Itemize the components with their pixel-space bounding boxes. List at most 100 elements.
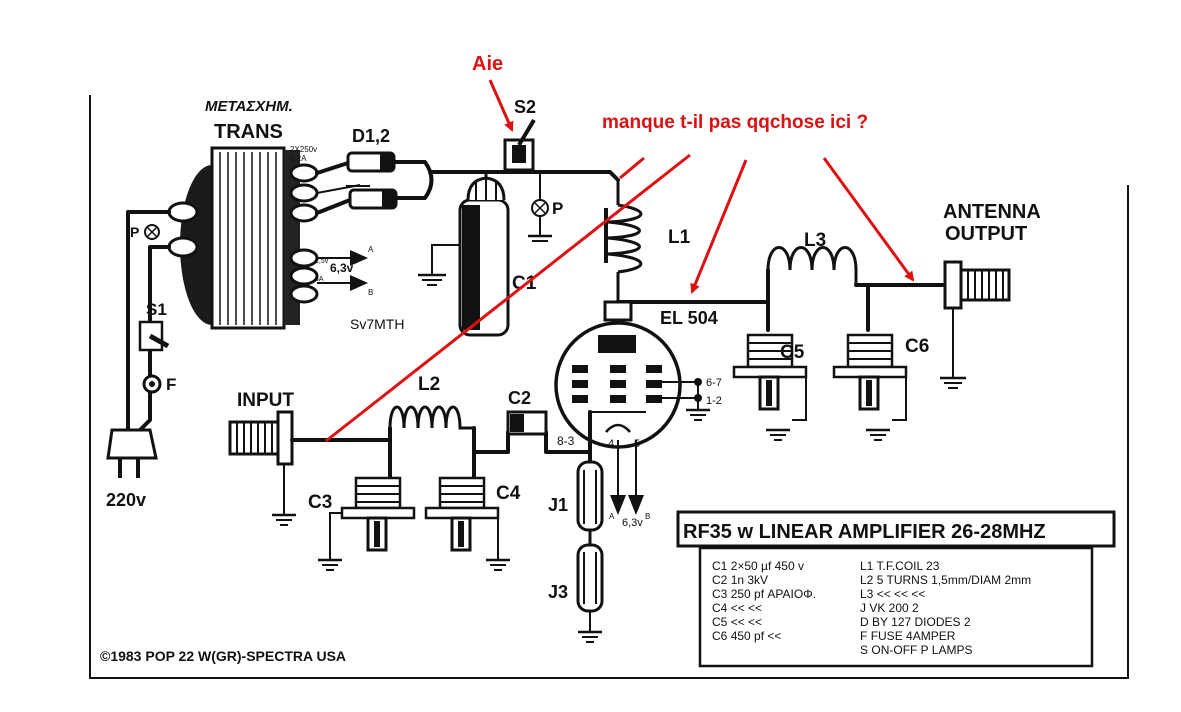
tube-el504 [554, 300, 710, 515]
coil-l1 [604, 180, 643, 302]
svg-text:F FUSE 4AMPER: F FUSE 4AMPER [860, 629, 956, 643]
heater-output-arrows [317, 250, 368, 291]
pin-4-label: 4 [608, 438, 614, 450]
part-value: 250 pf ΑΡΑΙΟΦ. [731, 587, 816, 601]
transformer [167, 146, 319, 330]
aie-annotation: Aie [472, 53, 503, 75]
svg-text:S ON-OFF P LAMPS: S ON-OFF P LAMPS [860, 643, 973, 657]
trimmer-c5 [732, 333, 808, 441]
part-ref: J [860, 601, 866, 615]
trimmer-c3-label: C3 [308, 492, 332, 513]
part-ref: C5 [712, 615, 728, 629]
pin-5-label: 5 [634, 438, 640, 450]
pin-12-label: 1-2 [706, 395, 722, 407]
part-value: 1n 3kV [731, 573, 768, 587]
call-sign: Sv7MTH [350, 316, 404, 332]
switch-s1-label: S1 [146, 300, 167, 319]
switch-s2-label: S2 [514, 97, 536, 117]
diodes-d12 [315, 151, 620, 215]
choke-j3 [576, 543, 604, 643]
svg-text:L2 5 TURNS 1,5mm/DIAM 2mm: L2 5 TURNS 1,5mm/DIAM 2mm [860, 573, 1031, 587]
hv-rating: 2X250v [290, 145, 317, 154]
mains-voltage-label: 220v [106, 490, 146, 510]
part-value: T.F.COIL 23 [876, 559, 939, 573]
question-annotation: manque t-il pas qqchose ici ? [602, 112, 868, 133]
svg-text:C6 450 pf <<: C6 450 pf << [712, 629, 781, 643]
annotation-arrows [325, 79, 915, 443]
part-ref: S [860, 643, 868, 657]
question-arrow-2 [822, 157, 915, 282]
part-ref: C1 [712, 559, 728, 573]
heater-b-label: B [645, 512, 650, 521]
mains-plug-icon [106, 428, 158, 478]
fuse-label: F [166, 375, 176, 394]
part-ref: L2 [860, 573, 874, 587]
plate-line [616, 246, 947, 332]
part-ref: L1 [860, 559, 874, 573]
coil-l3-label: L3 [804, 230, 826, 251]
svg-text:C5 << <<: C5 << << [712, 615, 762, 629]
part-value: << << [731, 601, 762, 615]
part-value: 2×50 µf 450 v [731, 559, 804, 573]
fuse-icon [142, 374, 162, 394]
transformer-greek-label: ΜΕΤΑΣΧΗΜ. [205, 98, 293, 115]
mains-lamp-label: P [130, 224, 139, 240]
part-value: FUSE 4AMPER [871, 629, 956, 643]
coil-l1-label: L1 [668, 227, 691, 248]
parts-list-box [698, 546, 1094, 668]
copyright: ©1983 POP 22 W(GR)-SPECTRA USA [100, 648, 346, 664]
switch-s1-icon [138, 320, 170, 352]
trimmer-c3 [318, 476, 416, 571]
parts-list-left: C1 2×50 µf 450 v C2 1n 3kV C3 250 pf ΑΡΑ… [712, 559, 816, 643]
trimmer-c6 [832, 333, 908, 441]
heater-a-label: A [609, 512, 615, 521]
svg-text:L1 T.F.COIL 23: L1 T.F.COIL 23 [860, 559, 940, 573]
svg-text:D BY 127 DIODES 2: D BY 127 DIODES 2 [860, 615, 971, 629]
heater-voltage-label: 6,3v [622, 517, 643, 529]
lv-rating: 6,3v [330, 261, 354, 275]
antenna-label-line1: ANTENNA [943, 201, 1041, 223]
part-ref: C4 [712, 601, 728, 615]
lv-small-a: 1,5v [315, 258, 329, 265]
tube-label: EL 504 [660, 308, 718, 328]
page-frame [89, 95, 1129, 679]
capacitor-c2-label: C2 [508, 388, 531, 408]
choke-j1 [576, 460, 604, 545]
part-value: << << << [877, 587, 926, 601]
trimmer-c4-label: C4 [496, 483, 521, 504]
diagram-title: RF35 w LINEAR AMPLIFIER 26-28MHZ [683, 521, 1046, 543]
diode-label: D1,2 [352, 126, 390, 146]
part-value: BY 127 DIODES 2 [872, 615, 971, 629]
part-ref: C6 [712, 629, 728, 643]
coil-l2-label: L2 [418, 374, 440, 395]
antenna-connector [940, 260, 1011, 389]
lv-small-b: 3A [315, 276, 324, 283]
svg-text:C1 2×50 µf 450 v: C1 2×50 µf 450 v [712, 559, 804, 573]
parts-list-right: L1 T.F.COIL 23 L2 5 TURNS 1,5mm/DIAM 2mm… [860, 559, 1031, 657]
svg-text:C4 << <<: C4 << << [712, 601, 762, 615]
tap-a-label: A [368, 245, 374, 254]
input-connector [228, 410, 296, 526]
part-ref: F [860, 629, 867, 643]
svg-text:L3 << <<: L3 << << << [860, 587, 925, 601]
pin-83-label: 8-3 [557, 434, 575, 448]
part-value: ON-OFF P LAMPS [871, 643, 972, 657]
aie-arrow [488, 79, 514, 132]
pilot-lamp [528, 172, 552, 242]
switch-s2 [503, 118, 536, 172]
hv-current: 0,2A [290, 154, 307, 163]
trimmer-c5-label: C5 [780, 342, 805, 363]
red-break-mark [619, 156, 645, 180]
svg-text:J VK 200 2: J VK 200 2 [860, 601, 919, 615]
mains-wiring [126, 210, 171, 457]
svg-text:C2 1n 3kV: C2 1n 3kV [712, 573, 768, 587]
choke-j3-label: J3 [548, 582, 568, 602]
red-connection-line [325, 153, 691, 443]
antenna-label-line2: OUTPUT [945, 223, 1027, 245]
part-ref: C3 [712, 587, 728, 601]
input-label: INPUT [237, 390, 294, 411]
trimmer-c4 [424, 476, 510, 571]
trimmer-c6-label: C6 [905, 336, 929, 357]
